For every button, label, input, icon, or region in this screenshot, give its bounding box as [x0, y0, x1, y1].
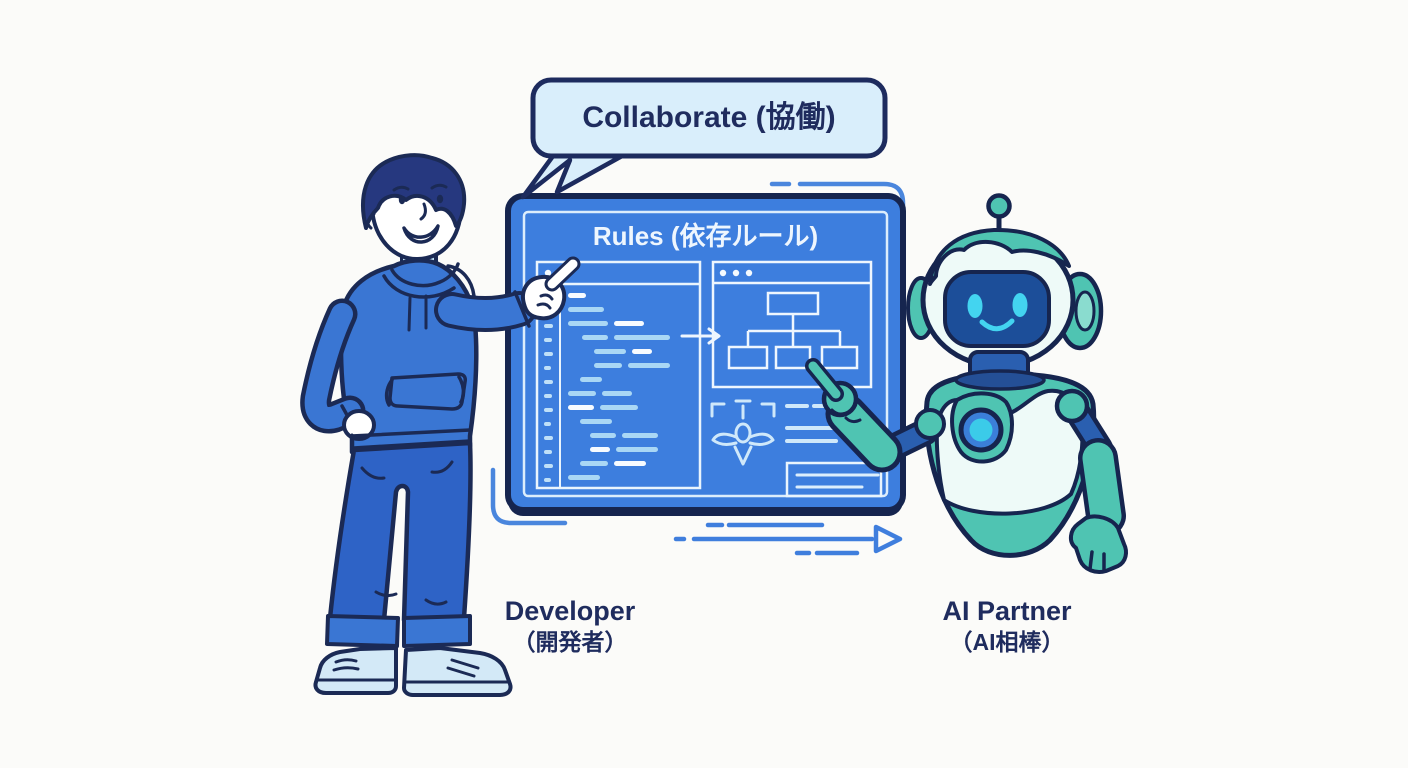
- code-window: [535, 260, 702, 490]
- dashed-right-arrow-icon: [673, 522, 903, 556]
- board-panel: [505, 193, 906, 513]
- ai-partner-label-en: AI Partner: [942, 596, 1072, 626]
- left-arm: [300, 298, 376, 441]
- speech-bubble-body: [530, 77, 888, 159]
- pointing-arm: [434, 256, 581, 333]
- head-band: [928, 227, 1071, 286]
- robot-eye: [1012, 293, 1028, 317]
- summary-box: [785, 461, 883, 498]
- rules-board: [505, 193, 906, 516]
- board-title: Rules (依存ルール): [592, 221, 819, 251]
- kangaroo-pocket: [384, 372, 467, 411]
- face: [392, 183, 448, 244]
- robot-hand: [1069, 514, 1128, 574]
- drawstrings: [407, 294, 428, 332]
- window-dots-icon: [719, 269, 753, 277]
- ai-partner-label: AI Partner （AI相棒）: [907, 595, 1107, 657]
- hair: [361, 153, 467, 230]
- developer-figure: [300, 153, 581, 697]
- developer-label-en: Developer: [504, 596, 636, 626]
- jeans-details: [360, 460, 454, 606]
- developer-label: Developer （開発者）: [470, 595, 670, 657]
- shoulder-joint: [914, 408, 946, 440]
- flowchart-window: [711, 260, 873, 389]
- power-core: [958, 407, 1004, 453]
- deploy-down-arrow-icon: [710, 399, 776, 466]
- robot-smile: [979, 318, 1015, 332]
- hood-collar: [382, 262, 476, 299]
- robot-eye: [967, 294, 983, 318]
- ai-partner-label-ja: （AI相棒）: [949, 629, 1065, 655]
- robot-hanging-arm: [1054, 388, 1128, 574]
- jeans: [327, 440, 473, 623]
- jean-cuffs: [325, 614, 472, 648]
- collar: [954, 369, 1046, 391]
- robot-pointing-arm: [805, 358, 946, 473]
- eye: [436, 194, 444, 204]
- flowchart-nodes: [727, 291, 859, 370]
- shoulder-joint: [1054, 388, 1090, 424]
- robot-figure: [805, 193, 1128, 574]
- board-inner-border: [522, 210, 889, 498]
- speech-bubble-tail: [520, 153, 625, 200]
- developer-head: [361, 153, 467, 262]
- robot-face-screen: [943, 270, 1051, 348]
- developer-label-ja: （開発者）: [512, 629, 628, 655]
- eye: [398, 195, 406, 205]
- shoes: [313, 646, 513, 697]
- speech-bubble-text: Collaborate (協働): [582, 101, 836, 134]
- smile: [402, 224, 440, 244]
- speech-bubble: [520, 77, 888, 200]
- code-lines: [568, 293, 670, 480]
